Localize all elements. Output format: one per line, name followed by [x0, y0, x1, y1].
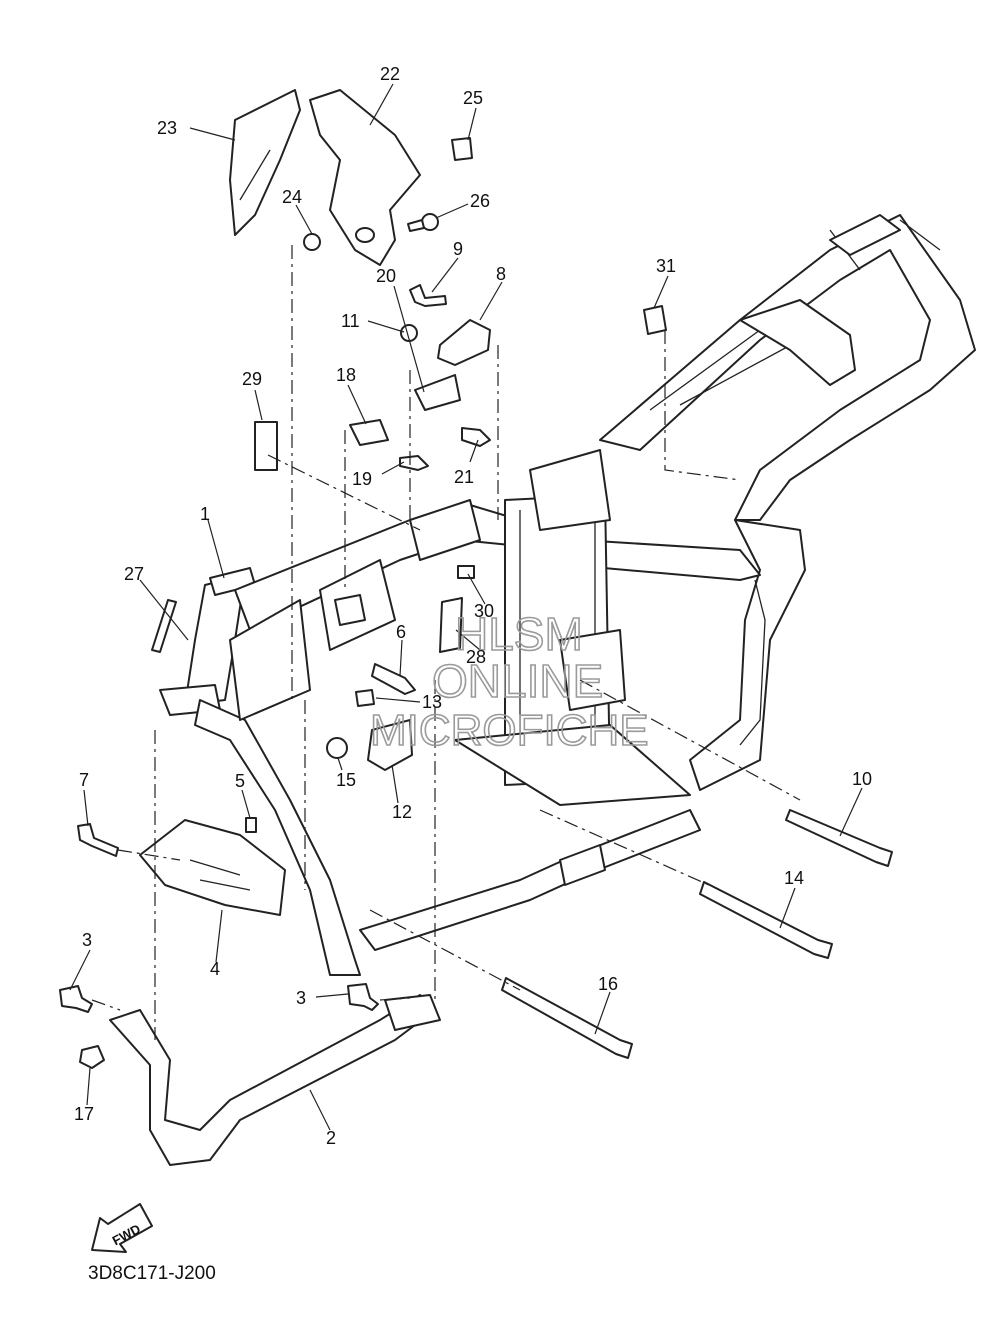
grommet-24b	[355, 227, 375, 243]
lower-cradle-2	[109, 994, 436, 1166]
fwd-arrow-icon	[91, 1203, 153, 1253]
callout-12: 12	[392, 802, 412, 822]
callout-18: 18	[336, 365, 356, 385]
callout-5: 5	[235, 771, 245, 791]
callout-25: 25	[463, 88, 483, 108]
alignment-lines	[91, 245, 801, 1040]
callout-7: 7	[79, 770, 89, 790]
strip-27	[151, 599, 177, 653]
bolt-9	[409, 284, 447, 307]
callout-22: 22	[380, 64, 400, 84]
nut-5	[245, 817, 257, 833]
bolt-6	[371, 663, 416, 695]
bolt-7	[77, 823, 119, 857]
watermark-line-2: ONLINE	[432, 655, 603, 707]
bolt-13	[355, 689, 375, 707]
callout-labels: 1 2 3 3 4 5 6 7 8 9 10 11 12 13 14 15 16…	[74, 64, 872, 1148]
screw-21	[461, 427, 491, 447]
bolt-14	[699, 881, 833, 959]
callout-16: 16	[598, 974, 618, 994]
callout-19: 19	[352, 469, 372, 489]
callout-14: 14	[784, 868, 804, 888]
callout-2: 2	[326, 1128, 336, 1148]
nut-17	[79, 1045, 105, 1069]
bracket-12	[367, 719, 413, 771]
plate-28	[439, 597, 463, 653]
engine-bracket-4	[139, 819, 286, 916]
leader-lines	[69, 83, 863, 1131]
callout-27: 27	[124, 564, 144, 584]
callout-20: 20	[376, 266, 396, 286]
side-cover-23	[229, 89, 301, 236]
screw-19	[399, 455, 429, 471]
pad-30	[457, 565, 475, 579]
callout-30: 30	[474, 601, 494, 621]
callout-15: 15	[336, 770, 356, 790]
callout-6: 6	[396, 622, 406, 642]
callout-9: 9	[453, 239, 463, 259]
forward-direction-arrow: FWD	[91, 1203, 153, 1253]
watermark-line-1: HLSM	[455, 608, 583, 660]
callout-8: 8	[496, 264, 506, 284]
callout-26: 26	[470, 191, 490, 211]
callout-21: 21	[454, 467, 474, 487]
bolt-3b	[347, 983, 379, 1011]
bolt-25	[451, 137, 473, 161]
callout-28: 28	[466, 647, 486, 667]
callout-10: 10	[852, 769, 872, 789]
callout-3b: 3	[296, 988, 306, 1008]
bolt-3a	[59, 985, 93, 1013]
bolt-10	[785, 809, 893, 867]
callout-17: 17	[74, 1104, 94, 1124]
callout-23: 23	[157, 118, 177, 138]
watermark: HLSM ONLINE MICROFICHE	[369, 607, 649, 756]
callout-24: 24	[282, 187, 302, 207]
callout-11: 11	[341, 311, 360, 331]
callout-1: 1	[200, 504, 210, 524]
main-frame	[159, 214, 976, 976]
washer-15	[326, 737, 348, 759]
callout-29: 29	[242, 369, 262, 389]
bracket-8	[437, 319, 491, 366]
callout-31: 31	[656, 256, 676, 276]
callout-4: 4	[210, 959, 220, 979]
bracket-18	[349, 419, 389, 446]
bushing-31	[643, 305, 667, 335]
bracket-20	[414, 374, 461, 411]
callout-3a: 3	[82, 930, 92, 950]
side-cover-22	[309, 89, 421, 266]
bolt-16	[501, 977, 633, 1059]
callout-13: 13	[422, 692, 442, 712]
label-29	[254, 421, 278, 471]
watermark-line-3: MICROFICHE	[370, 706, 649, 755]
drawing-code: 3D8C171-J200	[88, 1263, 216, 1284]
nut-24	[303, 233, 321, 251]
